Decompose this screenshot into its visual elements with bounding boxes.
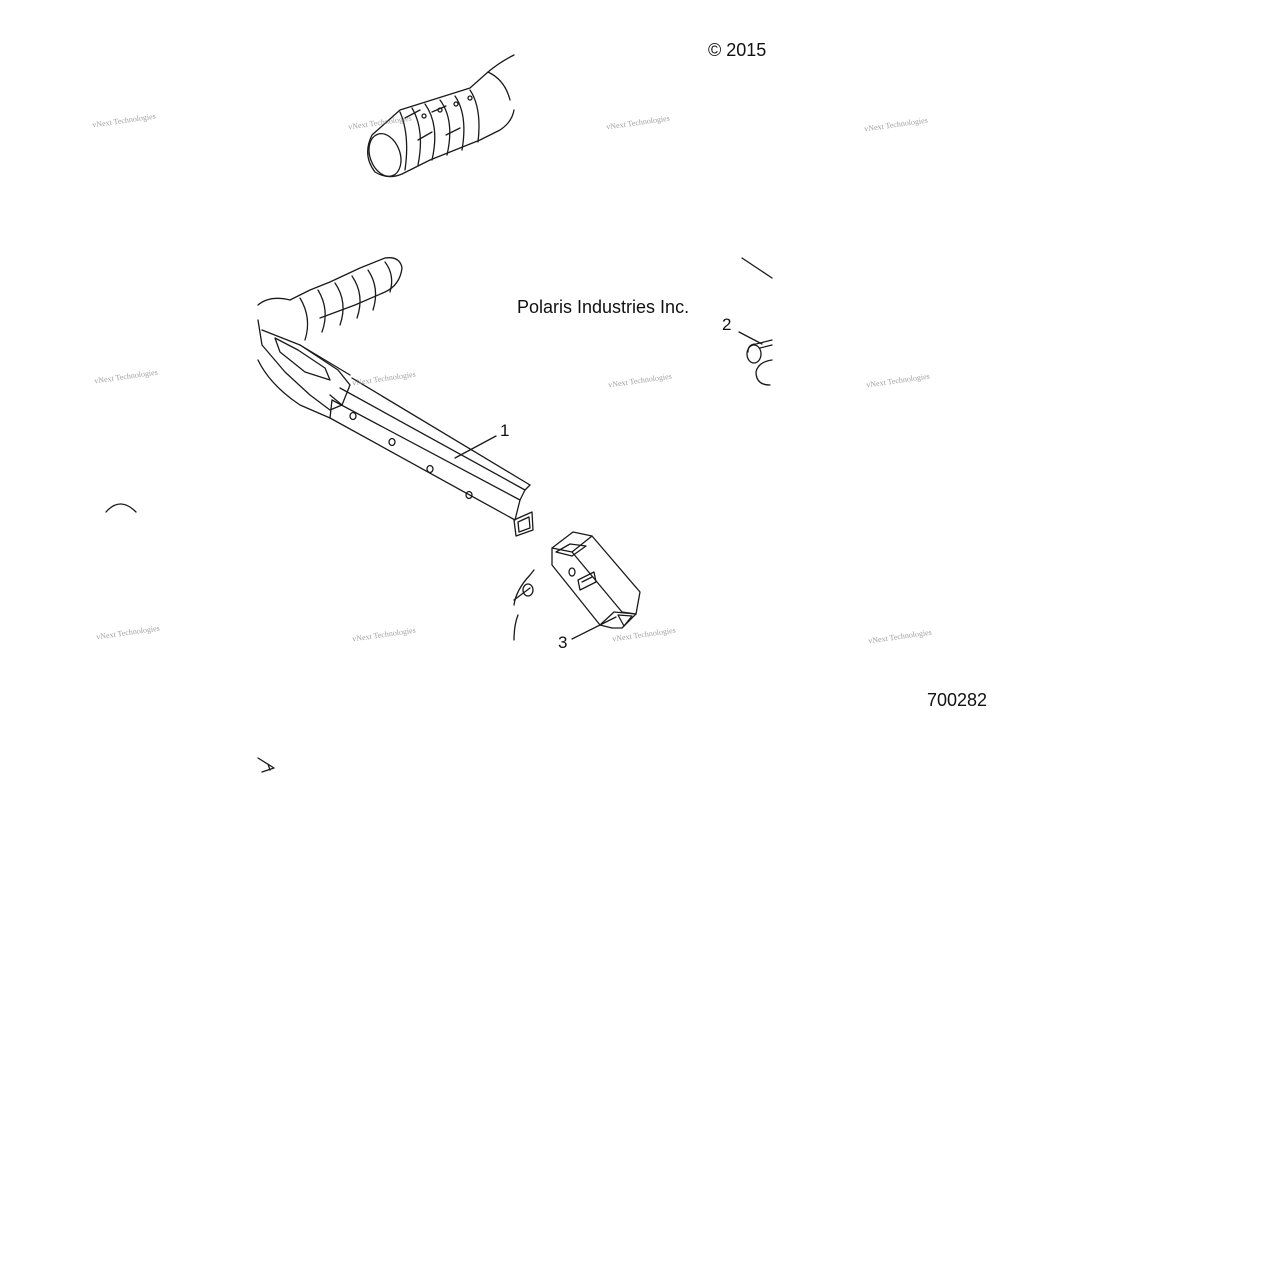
callout-3: 3 bbox=[558, 633, 568, 652]
handle-assembly bbox=[257, 257, 534, 537]
leader-line-2 bbox=[738, 331, 763, 345]
callout-2: 2 bbox=[722, 315, 732, 334]
pin-clip-detail bbox=[741, 257, 773, 386]
callout-1: 1 bbox=[500, 421, 510, 440]
leader-line-3 bbox=[571, 616, 617, 640]
hitch-pin-partial bbox=[513, 569, 535, 641]
figure-number: 700282 bbox=[927, 690, 988, 710]
corner-fragment-bottom bbox=[257, 757, 275, 773]
receiver-tube bbox=[551, 531, 641, 629]
arc-fragment-left bbox=[105, 503, 137, 513]
copyright-notice: © 2015 bbox=[708, 40, 767, 60]
company-name: Polaris Industries Inc. bbox=[517, 297, 690, 317]
grip-detail-top bbox=[367, 54, 515, 178]
leader-line-1 bbox=[454, 435, 497, 459]
